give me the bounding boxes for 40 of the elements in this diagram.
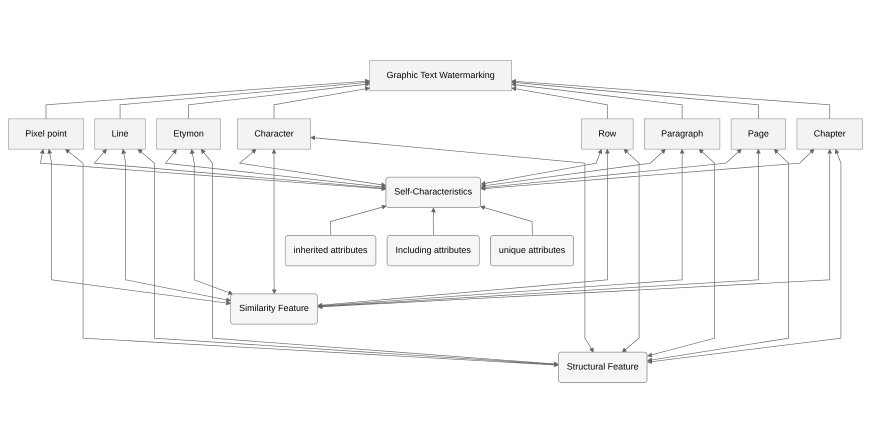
- arrow: [480, 148, 602, 186]
- node-box: Chapter: [796, 118, 863, 150]
- arrow: [318, 148, 610, 308]
- node-box: Character: [237, 118, 311, 150]
- arrow: [238, 148, 386, 188]
- arrow: [480, 148, 814, 191]
- arrow: [190, 148, 234, 295]
- arrow: [318, 148, 685, 308]
- node-box: Page: [730, 118, 786, 150]
- arrow: [272, 148, 277, 294]
- arrow: [647, 148, 789, 362]
- arrow: [188, 82, 370, 120]
- arrow: [622, 148, 640, 353]
- arrow: [47, 148, 231, 306]
- node-box: Etymon: [156, 118, 221, 150]
- arrow: [511, 82, 682, 120]
- arrow: [46, 78, 370, 120]
- arrow: [647, 148, 715, 358]
- arrow: [94, 148, 386, 191]
- arrow: [647, 148, 842, 364]
- arrow: [480, 205, 533, 236]
- arrow: [120, 80, 370, 120]
- node-box: Paragraph: [644, 118, 720, 150]
- arrow: [164, 148, 386, 190]
- arrow: [511, 86, 608, 120]
- arrow: [480, 148, 742, 190]
- node-box: Line: [94, 118, 146, 150]
- arrow: [310, 135, 594, 352]
- arrow: [480, 148, 666, 188]
- arrow: [200, 148, 559, 366]
- arrow: [511, 78, 830, 120]
- arrow: [330, 204, 387, 236]
- node-box: Row: [581, 118, 634, 150]
- arrow: [40, 148, 386, 192]
- node-box: Graphic Text Watermarking: [369, 60, 512, 92]
- arrow: [121, 148, 231, 302]
- node-box: Pixel point: [8, 118, 84, 150]
- arrow: [274, 86, 370, 120]
- arrow: [511, 80, 759, 120]
- arrow: [430, 208, 436, 236]
